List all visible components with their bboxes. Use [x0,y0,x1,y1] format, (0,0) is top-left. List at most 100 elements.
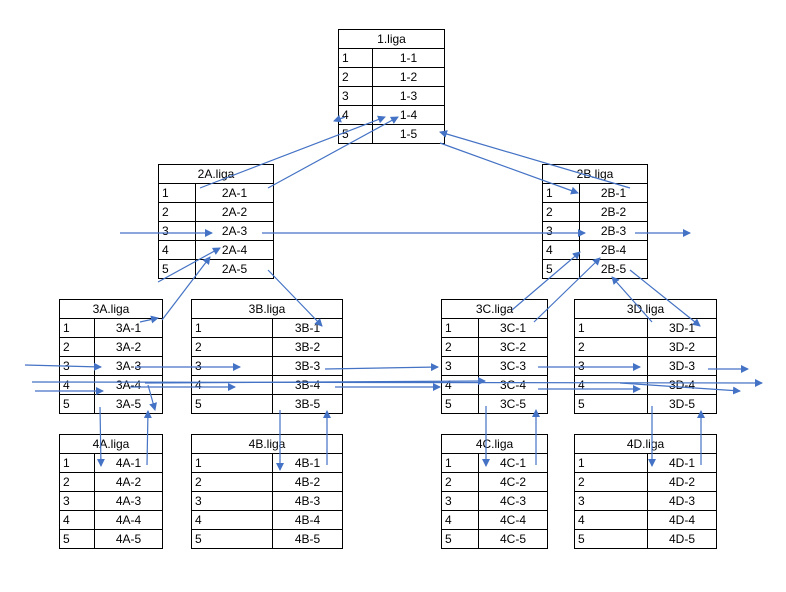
team-cell: 4C-3 [478,491,548,511]
league-title: 4A.liga [59,434,163,454]
team-cell: 2B-4 [579,240,648,260]
team-cell: 4C-1 [478,453,548,473]
team-cell: 1-1 [372,48,445,68]
team-cell: 3C-4 [478,375,548,395]
league-title: 3B.liga [191,299,343,319]
position-cell: 3 [158,221,196,241]
team-cell: 3A-2 [94,337,163,357]
position-cell: 1 [574,318,648,338]
position-cell: 5 [441,394,479,414]
position-cell: 4 [191,375,273,395]
position-cell: 1 [441,453,479,473]
position-cell: 2 [59,337,95,357]
position-cell: 3 [441,356,479,376]
team-cell: 2B-1 [579,183,648,203]
team-cell: 1-4 [372,105,445,125]
position-cell: 4 [574,510,648,530]
position-cell: 3 [338,86,373,106]
team-cell: 2B-2 [579,202,648,222]
position-cell: 5 [59,394,95,414]
team-cell: 4D-2 [647,472,717,492]
team-cell: 3D-2 [647,337,717,357]
team-cell: 3B-2 [272,337,343,357]
position-cell: 5 [542,259,580,279]
team-cell: 3C-5 [478,394,548,414]
position-cell: 4 [59,510,95,530]
position-cell: 2 [158,202,196,222]
position-cell: 5 [158,259,196,279]
team-cell: 3B-5 [272,394,343,414]
position-cell: 5 [338,124,373,144]
team-cell: 3A-5 [94,394,163,414]
position-cell: 1 [191,453,273,473]
position-cell: 4 [542,240,580,260]
position-cell: 4 [338,105,373,125]
team-cell: 4B-1 [272,453,343,473]
league-title: 4D.liga [574,434,717,454]
team-cell: 1-5 [372,124,445,144]
position-cell: 5 [441,529,479,549]
team-cell: 4D-4 [647,510,717,530]
position-cell: 1 [441,318,479,338]
team-cell: 3A-3 [94,356,163,376]
league-title: 3A.liga [59,299,163,319]
team-cell: 4B-5 [272,529,343,549]
position-cell: 1 [338,48,373,68]
position-cell: 1 [59,318,95,338]
team-cell: 2A-4 [195,240,274,260]
position-cell: 1 [158,183,196,203]
team-cell: 4B-2 [272,472,343,492]
league-title: 3C.liga [441,299,548,319]
position-cell: 3 [59,491,95,511]
team-cell: 4A-5 [94,529,163,549]
team-cell: 3D-1 [647,318,717,338]
position-cell: 2 [59,472,95,492]
team-cell: 3D-5 [647,394,717,414]
league-title: 1.liga [338,29,445,49]
team-cell: 4A-2 [94,472,163,492]
team-cell: 2A-1 [195,183,274,203]
team-cell: 3C-2 [478,337,548,357]
position-cell: 2 [441,337,479,357]
league-title: 4B.liga [191,434,343,454]
team-cell: 3B-3 [272,356,343,376]
position-cell: 5 [574,529,648,549]
team-cell: 4D-3 [647,491,717,511]
team-cell: 4A-1 [94,453,163,473]
position-cell: 4 [574,375,648,395]
league-title: 2A.liga [158,164,274,184]
team-cell: 4A-3 [94,491,163,511]
